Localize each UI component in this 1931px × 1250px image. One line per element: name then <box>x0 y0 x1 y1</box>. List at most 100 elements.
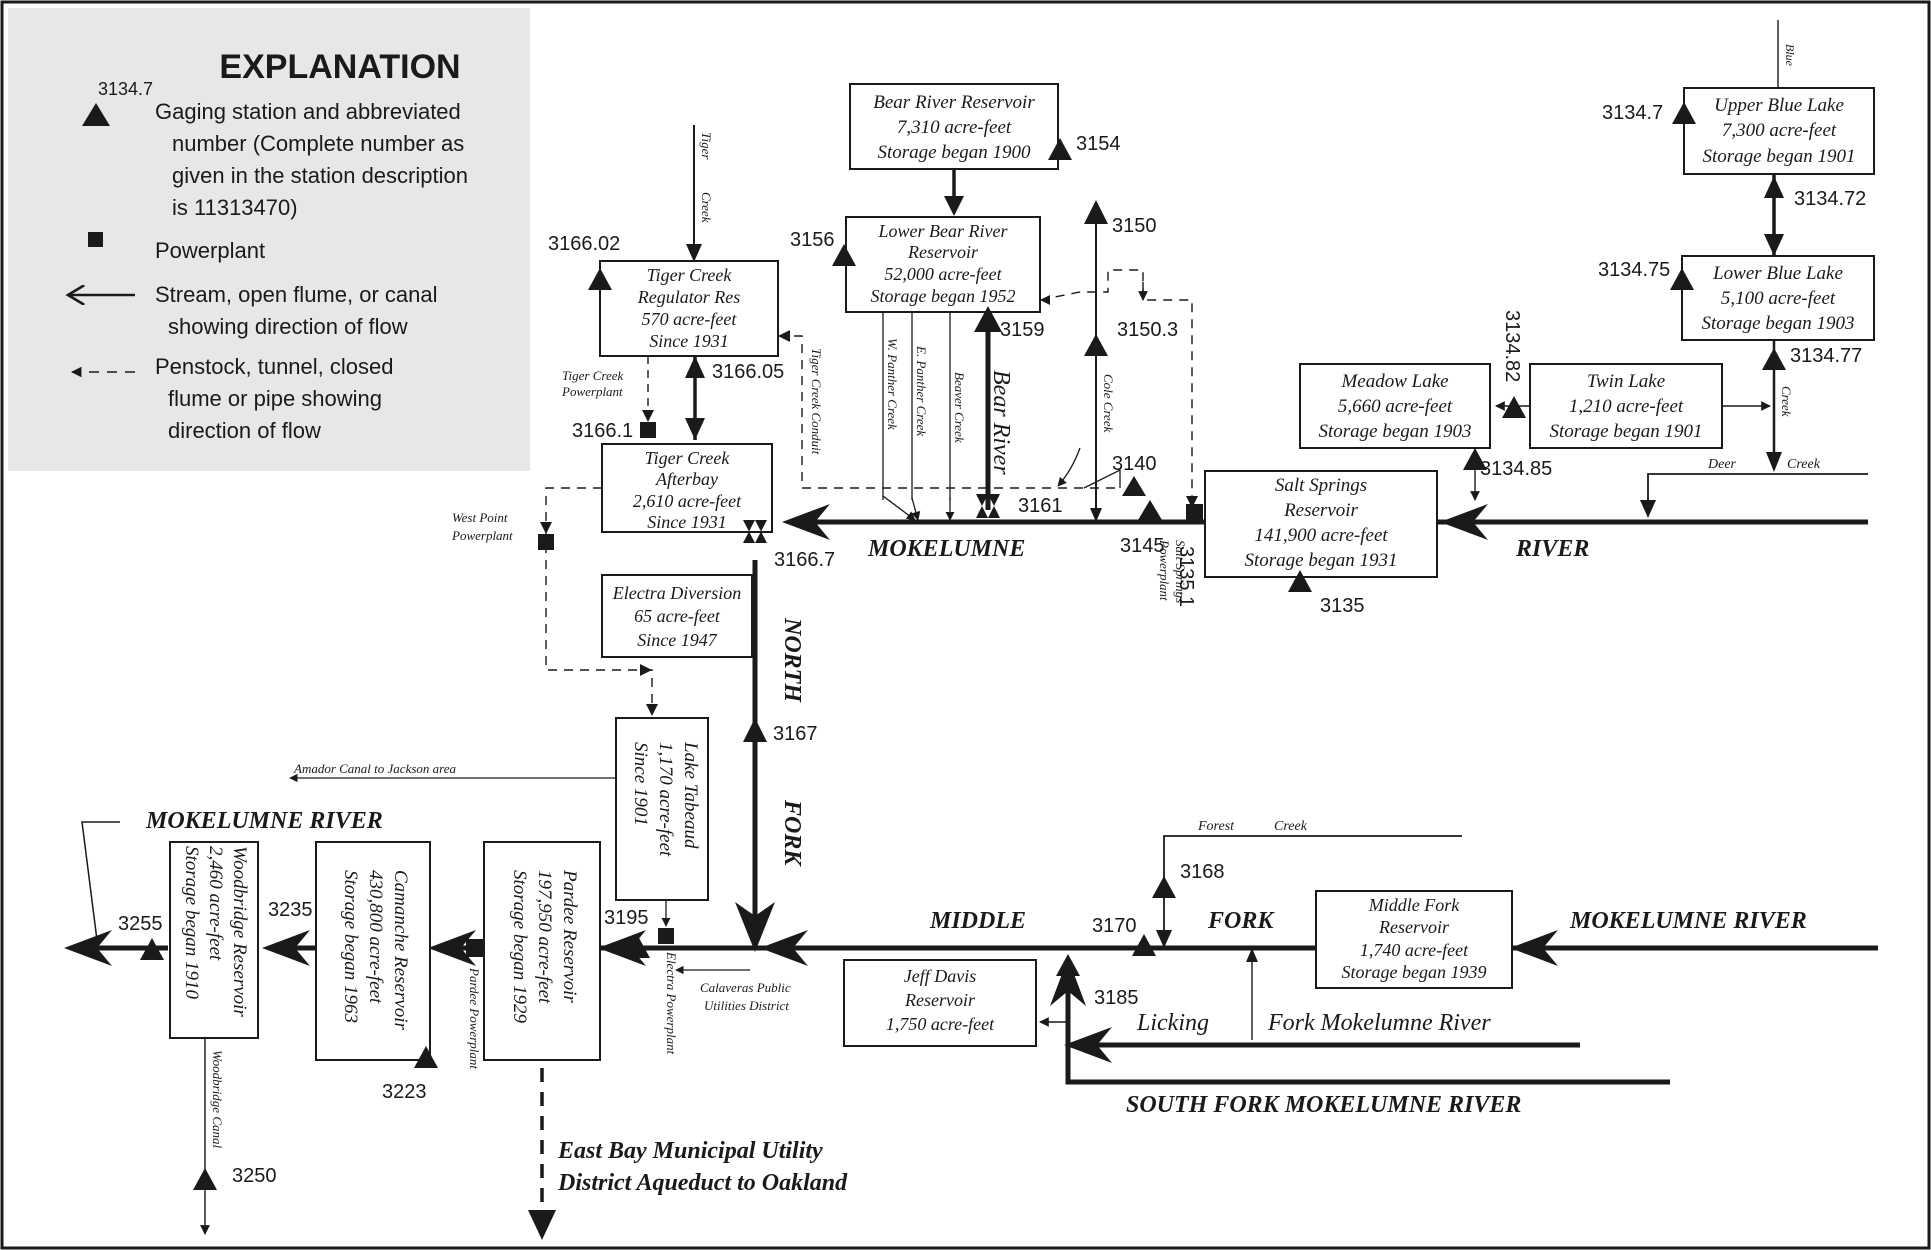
powerplant-square-icon <box>88 232 103 247</box>
penstock-to-salt-pp-arrow-icon <box>1186 496 1198 508</box>
tca-name2: Afterbay <box>655 469 718 489</box>
station-3134-82-triangle-icon <box>1502 396 1526 418</box>
tca-capacity: 2,610 acre-feet <box>633 491 742 511</box>
tc-powerplant-label2: Powerplant <box>561 384 623 399</box>
station-3166-7-star-icon <box>743 520 767 543</box>
forest-creek-arrow-icon <box>1156 930 1172 948</box>
station-3156-label: 3156 <box>790 229 835 251</box>
licking-diversion-arrow-icon <box>1246 948 1258 962</box>
camanche-name: Camanche Reservoir <box>390 870 411 1030</box>
bear-river-confluence-icon <box>976 494 1000 518</box>
lower-bear-capacity: 52,000 acre-feet <box>884 264 1002 284</box>
station-3135-label: 3135 <box>1320 595 1365 617</box>
cole-creek-label: Cole Creek <box>1101 374 1116 433</box>
tiger-creek-regulator-box <box>599 260 779 357</box>
jeff-davis-name2: Reservoir <box>904 990 976 1010</box>
gage-triangle-icon <box>82 103 110 126</box>
station-3168-triangle-icon <box>1152 876 1176 898</box>
main-rivers <box>64 504 1878 1085</box>
lower-blue-lake-box <box>1681 255 1875 341</box>
electra-diversion-box <box>601 574 753 658</box>
blue-down-arrow-icon <box>1764 234 1784 256</box>
north-fork-down-arrow-icon <box>735 902 775 952</box>
lower-reservoirs-area: Lake Tabeaud 1,170 acre-feet Since 1901 … <box>118 717 848 1240</box>
tiger-creek-powerplant-icon <box>640 422 656 438</box>
woodbridge-canal-label: Woodbridge Canal <box>210 1050 225 1148</box>
legend-penstock-line3: direction of flow <box>168 418 321 443</box>
tcr-date: Since 1931 <box>649 331 728 351</box>
mfr-name1: Middle Fork <box>1368 895 1460 915</box>
woodbridge-name: Woodbridge Reservoir <box>229 846 250 1017</box>
e-panther-inflow-line <box>911 497 921 521</box>
tiger-creek-conduit-line <box>778 335 1120 489</box>
west-point-label1: West Point <box>452 510 508 525</box>
legend-gage-line1: Gaging station and abbreviated <box>155 99 461 124</box>
station-3134-72-label: 3134.72 <box>1794 188 1866 210</box>
legend-penstock-line1: Penstock, tunnel, closed <box>155 354 393 379</box>
bear-river-label: Bear River <box>988 370 1014 475</box>
upper-blue-capacity: 7,300 acre-feet <box>1722 120 1837 141</box>
station-3195-label: 3195 <box>604 907 649 929</box>
meadow-lake-box <box>1299 363 1491 449</box>
lower-blue-date: Storage began 1903 <box>1701 313 1854 334</box>
forest-creek-line <box>1163 835 1462 942</box>
electra-date: Since 1947 <box>637 630 717 650</box>
salt-springs-penstock-line <box>1039 269 1193 506</box>
lake-tabeaud-box <box>615 717 709 901</box>
mokelumne-upper-label: MOKELUMNE <box>867 536 1025 562</box>
salt-springs-name1: Salt Springs <box>1275 475 1367 496</box>
meadow-lake-name: Meadow Lake <box>1340 371 1448 392</box>
north-fork-arrow-icon <box>782 504 830 540</box>
station-3170-triangle-icon <box>1132 934 1156 956</box>
calaveras-label1: Calaveras Public <box>700 980 791 995</box>
bear-river-area: Bear River Reservoir 7,310 acre-feet Sto… <box>790 83 1203 607</box>
station-3223-triangle-icon <box>414 1046 438 1068</box>
forest-label: Forest <box>1197 819 1235 834</box>
deer-label: Deer <box>1707 457 1737 472</box>
legend: EXPLANATION 3134.7 Gaging station and ab… <box>8 8 530 471</box>
penstock-arrow-lowerbear-icon <box>1040 295 1050 305</box>
w-panther-inflow-line <box>882 495 916 521</box>
station-3150-triangle-icon <box>1084 200 1108 224</box>
camanche-date: Storage began 1963 <box>340 870 361 1023</box>
salt-springs-date: Storage began 1931 <box>1244 550 1397 571</box>
legend-sample-number: 3134.7 <box>98 79 153 99</box>
meadow-lake-date: Storage began 1903 <box>1318 421 1471 442</box>
middle-fork-area: 3168 Forest Creek Middle Fork Reservoir … <box>675 819 1807 1118</box>
station-3134-85-label: 3134.85 <box>1480 458 1552 480</box>
upper-blue-lake-box <box>1683 87 1875 175</box>
creek-tiger-label: Creek <box>699 192 714 223</box>
beaver-creek-label: Beaver Creek <box>952 372 967 443</box>
mfr-date: Storage began 1939 <box>1342 962 1487 982</box>
mokelumne-outflow-arrow-icon <box>64 930 112 966</box>
station-3167-triangle-icon <box>743 718 767 742</box>
west-point-label2: Powerplant <box>451 528 513 543</box>
station-3134-82-label: 3134.82 <box>1501 310 1523 382</box>
salt-springs-box <box>1204 470 1438 578</box>
licking-fork-arrow-icon <box>1064 1027 1112 1063</box>
south-fork-line <box>1065 980 1670 1085</box>
middle-fork-arrow-icon <box>1510 930 1558 966</box>
tc-powerplant-label1: Tiger Creek <box>562 368 623 383</box>
licking-label: Licking <box>1136 1010 1209 1036</box>
camanche-capacity: 430,800 acre-feet <box>365 870 386 1004</box>
station-3170-label: 3170 <box>1092 915 1137 937</box>
station-3166-02-triangle-icon <box>588 268 612 290</box>
station-3140-triangle-icon <box>1122 476 1146 496</box>
jeff-davis-capacity: 1,750 acre-feet <box>886 1014 995 1034</box>
legend-gage-line3: given in the station description <box>172 163 468 188</box>
mfr-capacity: 1,740 acre-feet <box>1360 940 1469 960</box>
station-3134-77-triangle-icon <box>1762 348 1786 370</box>
woodbridge-reservoir-box <box>169 841 259 1039</box>
deer-creek-arrow-icon <box>1640 500 1656 518</box>
station-3134-77-label: 3134.77 <box>1790 345 1862 367</box>
woodbridge-date: Storage began 1910 <box>181 846 202 1000</box>
station-3134-7-triangle-icon <box>1672 102 1696 124</box>
lower-blue-name: Lower Blue Lake <box>1712 263 1843 284</box>
tabeaud-date: Since 1901 <box>630 742 651 826</box>
station-3150-label: 3150 <box>1112 215 1157 237</box>
mokelumne-river-right-label: MOKELUMNE RIVER <box>1569 908 1807 934</box>
tabeaud-inflow-arrow-icon <box>646 704 658 716</box>
pardee-name: Pardee Reservoir <box>559 869 580 1003</box>
